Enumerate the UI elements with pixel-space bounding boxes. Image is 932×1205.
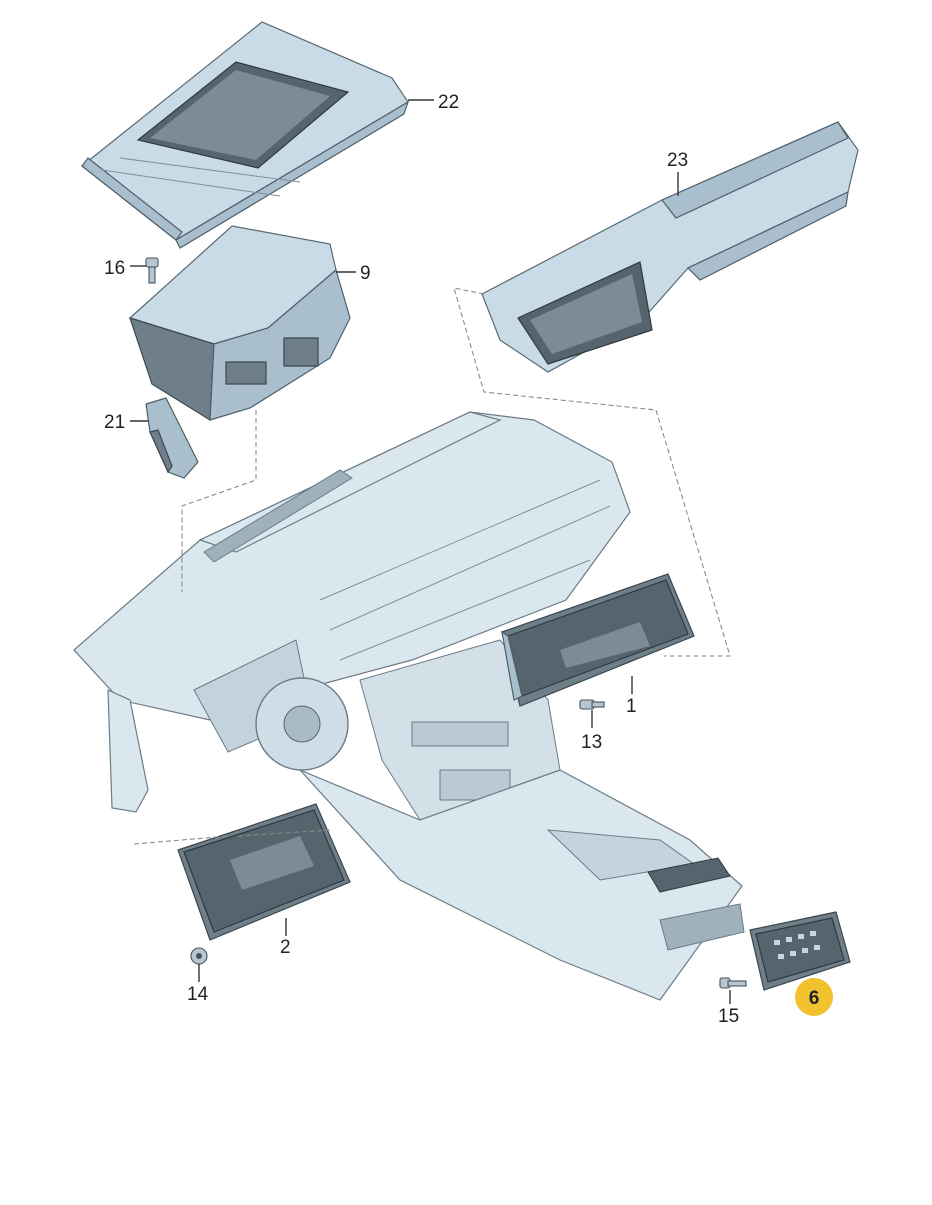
part-13-screw[interactable] [579, 699, 605, 710]
callout-21: 21 [104, 412, 125, 433]
dashboard-assembly [73, 411, 745, 1001]
callout-2: 2 [280, 937, 291, 958]
callout-6-highlight-circle[interactable] [795, 978, 833, 1016]
callout-9: 9 [360, 263, 371, 284]
callout-22: 22 [438, 92, 459, 113]
part-16-screw[interactable] [145, 257, 159, 284]
callout-15: 15 [718, 1006, 739, 1027]
part-22-display-cover[interactable] [81, 21, 410, 249]
assembly-dashed-lines [133, 287, 731, 845]
part-14-nut[interactable] [190, 947, 208, 965]
part-15-screw[interactable] [719, 977, 747, 989]
part-6-rear-control-panel[interactable] [749, 911, 851, 991]
callout-14: 14 [187, 984, 209, 1005]
callout-13: 13 [581, 732, 602, 753]
part-2-lower-display[interactable] [177, 803, 351, 941]
callout-labels: 22 23 16 9 21 1 13 2 14 15 6 [104, 92, 833, 1027]
leader-lines [130, 99, 813, 1004]
callout-16: 16 [104, 258, 125, 279]
callout-6[interactable]: 6 [809, 988, 820, 1009]
part-21-bracket[interactable] [145, 397, 199, 479]
part-9-display-housing[interactable] [128, 225, 351, 422]
callout-23: 23 [667, 150, 688, 171]
callout-1: 1 [626, 696, 637, 717]
part-23-cluster-trim[interactable] [481, 121, 859, 373]
part-1-instrument-display[interactable] [501, 573, 695, 707]
